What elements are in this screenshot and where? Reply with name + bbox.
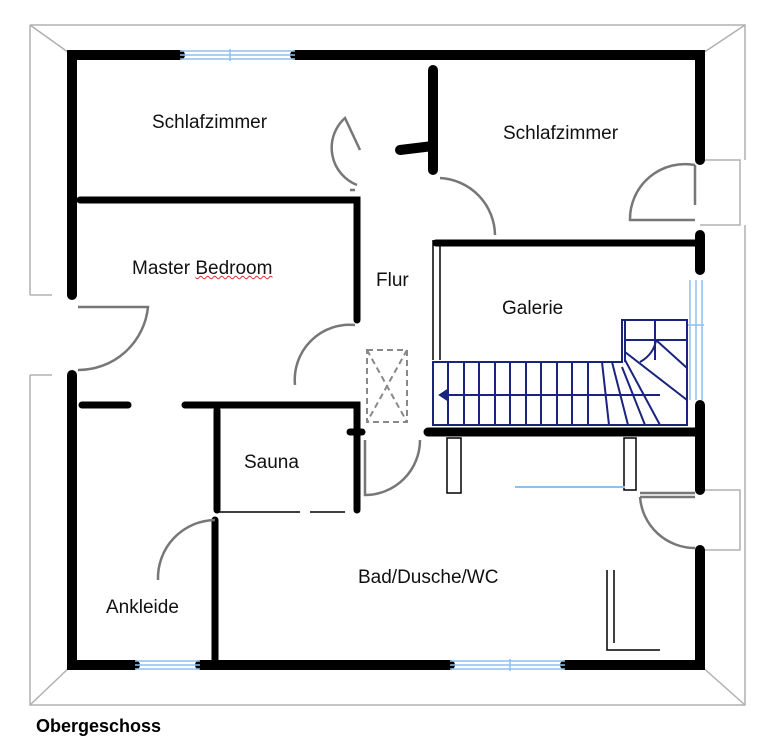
windows [135,49,704,671]
floor-caption: Obergeschoss [36,716,162,736]
walls [67,50,705,670]
room-label-master-word: Master [132,258,196,279]
skylight-marker [366,349,408,423]
room-label-sauna: Sauna [244,452,299,473]
room-label-galerie: Galerie [502,298,564,319]
room-label-schlafzimmer-east: Schlafzimmer [503,123,619,144]
roof-outline [29,24,746,706]
room-label-master-bedroom: Master Bedroom [132,258,272,280]
room-label-schlafzimmer-west: Schlafzimmer [152,112,268,133]
doors [77,115,697,581]
room-label-flur: Flur [376,270,409,291]
room-label-bedroom-word: Bedroom [195,258,273,279]
room-label-bad: Bad/Dusche/WC [358,567,499,588]
room-label-ankleide: Ankleide [106,597,179,618]
staircase [432,319,688,426]
thin-walls [217,240,660,651]
